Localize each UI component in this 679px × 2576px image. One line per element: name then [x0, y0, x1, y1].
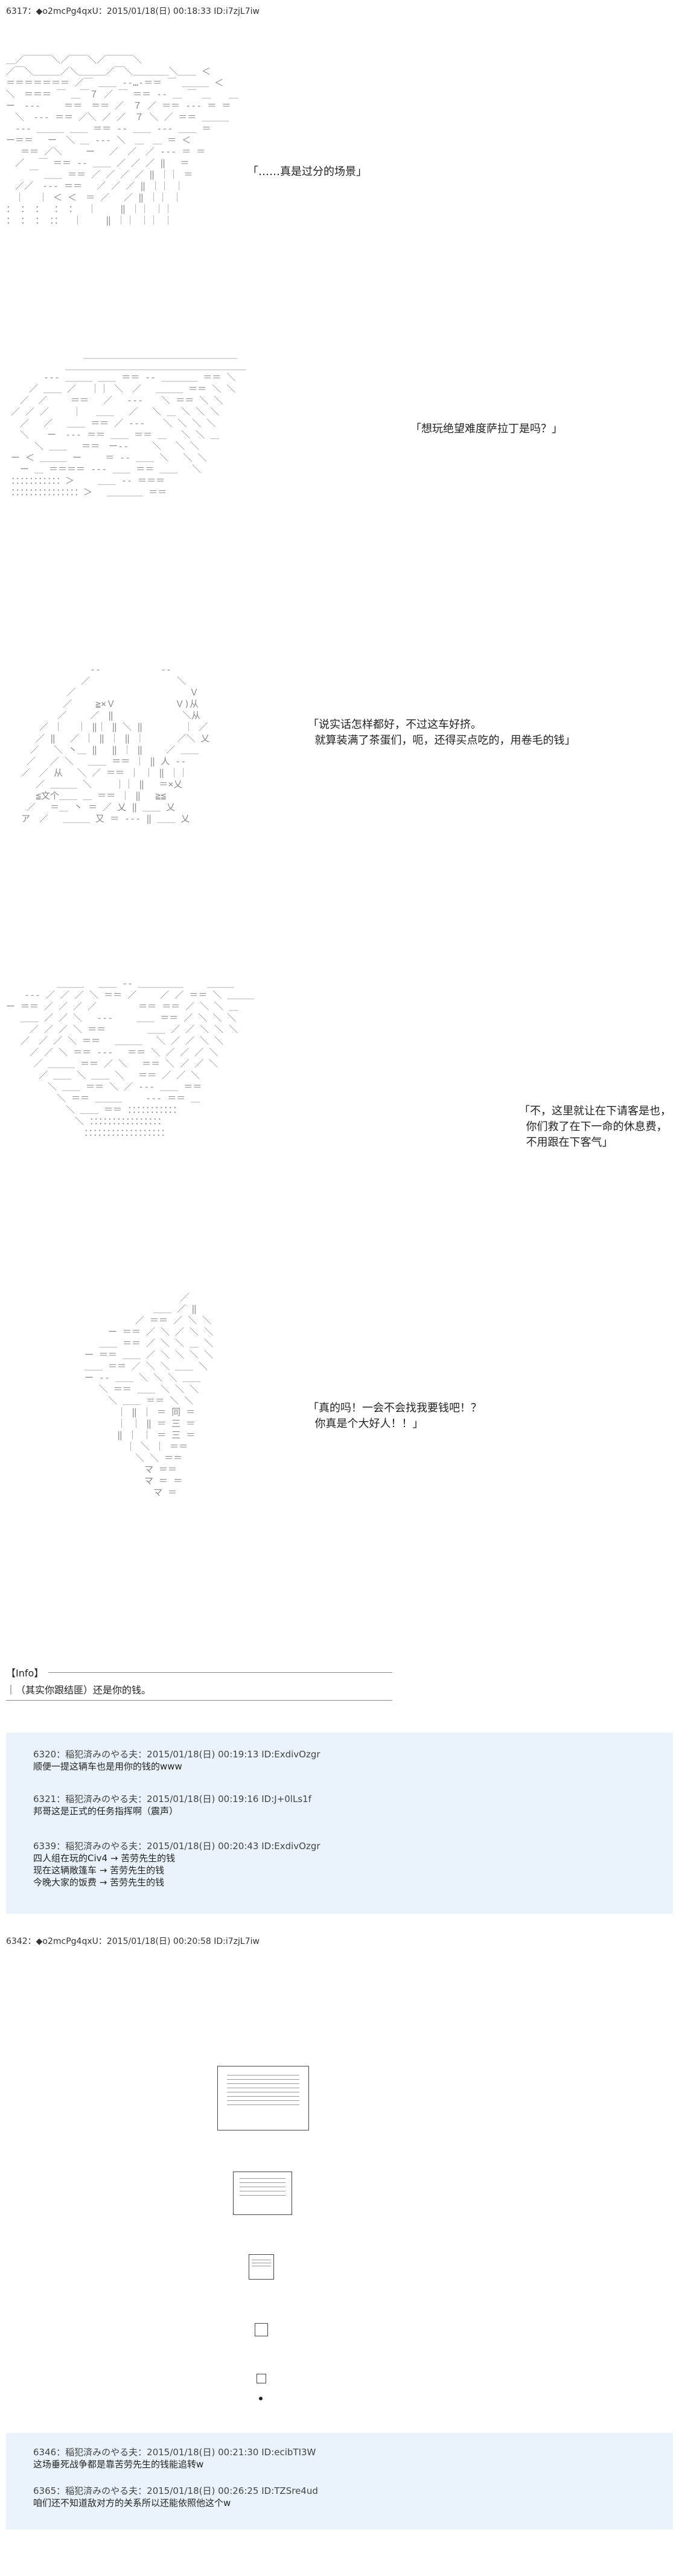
frame-tiniest — [257, 2374, 266, 2383]
speech-caption: 「……真是过分的场景」 — [247, 165, 367, 178]
reply-body: 邦哥这是正式的任务指挥啊（震声） — [33, 1806, 179, 1817]
post-header: 6342：◆o2mcPg4qxU：2015/01/18(日) 00:20:58 … — [6, 1935, 260, 1947]
speech-caption: 「说实话怎样都好，不过这车好挤。 就算装满了茶蛋们，呃，还得买点吃的，用卷毛的钱… — [308, 718, 576, 747]
ascii-art-scene-2: ＿＿＿＿＿＿＿＿＿＿＿＿＿＿＿＿＿ ＿＿＿＿＿＿＿＿＿＿＿＿＿＿＿＿＿＿＿＿ ‐… — [11, 349, 247, 497]
dot — [259, 2397, 263, 2400]
post-header-text: 6342：◆o2mcPg4qxU：2015/01/18(日) 00:20:58 … — [6, 1937, 260, 1946]
ascii-art-scene-3: ‐‐ ‐‐ ／ ＼ ／ Ｖ ／ ≧×Ｖ Ｖ)从 ／ ／ ‖ ＼从 ／ ｜ ｜ ‖… — [21, 664, 210, 824]
speech-caption: 「想玩绝望难度萨拉丁是吗？」 — [410, 423, 563, 435]
reply-header: 6339：稲犯済みのやる夫：2015/01/18(日) 00:20:43 ID:… — [33, 1841, 320, 1852]
ascii-art-scene-5: ／ ＿＿ ／ ‖ ／ ＝＝ ／ ＼ ＼ ー ＝＝ ／ ＼ ／ ＼ ＼ ＿＿ ＝＝… — [84, 1292, 214, 1498]
reply: 6339：稲犯済みのやる夫：2015/01/18(日) 00:20:43 ID:… — [33, 1840, 320, 1888]
post-header: 6317：◆o2mcPg4qxU：2015/01/18(日) 00:18:33 … — [6, 5, 260, 17]
reply-header: 6346：稲犯済みのやる夫：2015/01/18(日) 00:21:30 ID:… — [33, 2447, 316, 2458]
ascii-art-scene-1: ＿／￣￣￣＼／￣￣＼／￣￣￣＼ ／￣＼＿＿＿／＼＿＿＿／￣＼＿＿＿＿＼＿＿ ＜ … — [6, 54, 238, 226]
reply: 6320：稲犯済みのやる夫：2015/01/18(日) 00:19:13 ID:… — [33, 1748, 320, 1772]
reply-body: 顺便一提这辆车也是用你的钱的www — [33, 1761, 182, 1772]
reply-header: 6365：稲犯済みのやる夫：2015/01/18(日) 00:26:25 ID:… — [33, 2485, 318, 2496]
reply: 6321：稲犯済みのやる夫：2015/01/18(日) 00:19:16 ID:… — [33, 1793, 311, 1817]
info-label: 【Info】 — [6, 1667, 44, 1679]
speech-caption: 「真的吗！一会不会找我要钱吧！？ 你真是个大好人！！」 — [308, 1402, 482, 1430]
ascii-art-scene-4: ＿＿＿ ＿＿ ‐‐ ＿＿＿＿＿ ＿＿＿ ‐‐‐ ／ ／ ／ ＼ ＝＝ ／ ／ ／… — [6, 978, 255, 1138]
info-box: 【Info】 ｜（其实你跟结匪）还是你的钱。 — [6, 1665, 392, 1701]
frame-small — [249, 2254, 274, 2280]
speech-caption: 「不，这里就让在下请客是也， 你们救了在下一命的休息费， 不用跟在下客气」 — [519, 1105, 671, 1149]
frame-tiny — [255, 2323, 268, 2336]
reply-body: 四人组在玩的Civ4 → 苦劳先生的钱 现在这辆敞篷车 → 苦劳先生的钱 今晚大… — [33, 1853, 176, 1888]
info-text: ｜（其实你跟结匪）还是你的钱。 — [6, 1684, 151, 1696]
reply-body: 咱们还不知道敌对方的关系所以还能依照他这个w — [33, 2498, 231, 2508]
reply-panel: 6346：稲犯済みのやる夫：2015/01/18(日) 00:21:30 ID:… — [6, 2433, 673, 2530]
reply-panel: 6320：稲犯済みのやる夫：2015/01/18(日) 00:19:13 ID:… — [6, 1733, 673, 1914]
reply-header: 6321：稲犯済みのやる夫：2015/01/18(日) 00:19:16 ID:… — [33, 1794, 311, 1804]
reply: 6365：稲犯済みのやる夫：2015/01/18(日) 00:26:25 ID:… — [33, 2485, 318, 2509]
reply: 6346：稲犯済みのやる夫：2015/01/18(日) 00:21:30 ID:… — [33, 2446, 316, 2470]
reply-header: 6320：稲犯済みのやる夫：2015/01/18(日) 00:19:13 ID:… — [33, 1749, 320, 1760]
frame-medium — [233, 2172, 292, 2215]
post-header-text: 6317：◆o2mcPg4qxU：2015/01/18(日) 00:18:33 … — [6, 7, 260, 16]
info-divider — [48, 1672, 392, 1673]
frame-large — [217, 2066, 309, 2130]
reply-body: 这场垂死战争都是靠苦劳先生的钱能追转w — [33, 2459, 204, 2470]
info-divider-bottom — [6, 1700, 392, 1701]
